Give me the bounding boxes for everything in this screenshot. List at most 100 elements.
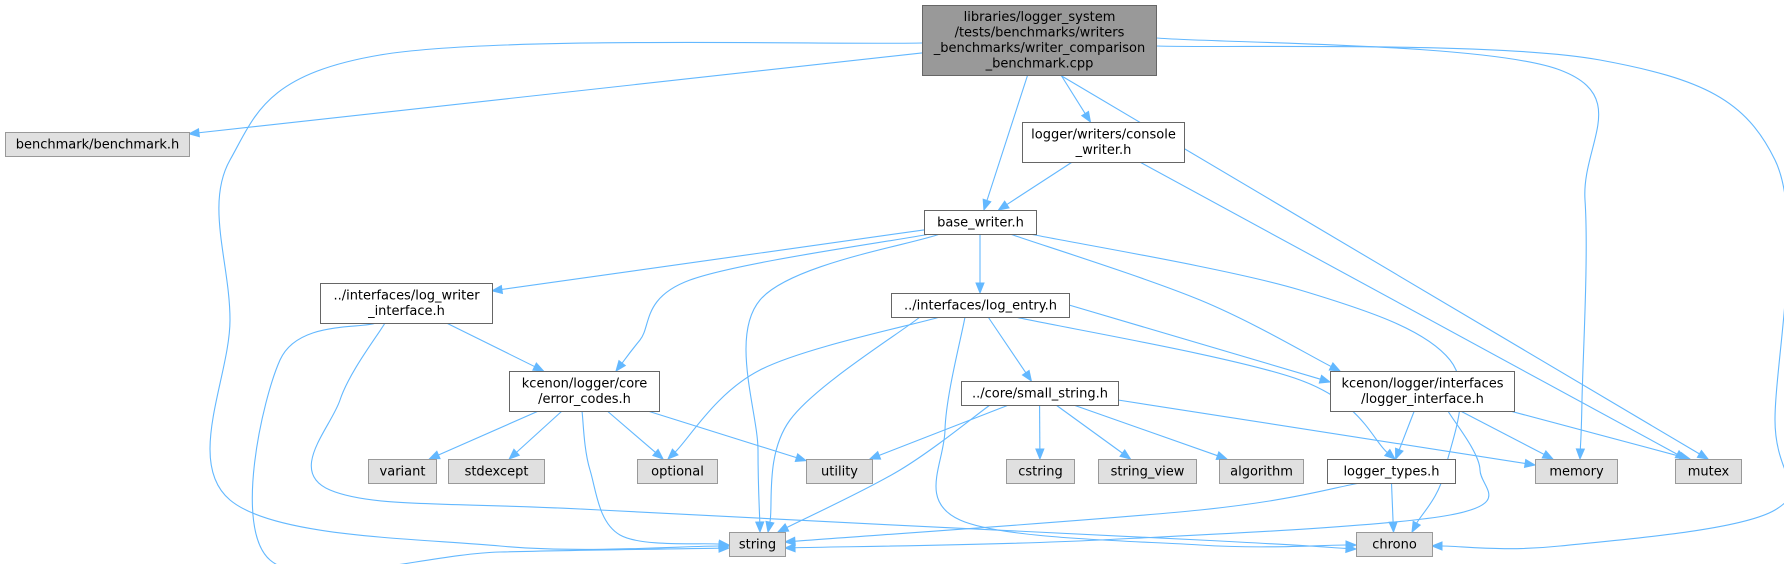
edge-small_string-to-cstring [1035, 404, 1045, 461]
node-root[interactable]: libraries/logger_system/tests/benchmarks… [922, 5, 1157, 76]
edge-root-to-console_writer [1060, 74, 1092, 124]
node-utility: utility [806, 459, 873, 484]
arrowhead-icon [1411, 520, 1422, 534]
node-box [1006, 459, 1075, 484]
edge-log_writer_interface-to-string [251, 322, 731, 564]
edges-layer [187, 37, 1784, 564]
node-box [1022, 122, 1185, 163]
node-log-writer-interface[interactable]: ../interfaces/log_writer_interface.h [320, 283, 493, 324]
node-label-line: chrono [1372, 537, 1417, 552]
edge-small_string-to-utility [868, 404, 1009, 460]
edge-line [1390, 482, 1394, 523]
node-label-line: /tests/benchmarks/writers [955, 26, 1125, 41]
node-label-line: benchmark/benchmark.h [16, 137, 180, 152]
node-box [1219, 459, 1304, 484]
node-box [1535, 459, 1618, 484]
edge-log_entry-to-chrono [935, 316, 1358, 550]
arrowhead-icon [1080, 110, 1092, 124]
node-box [509, 371, 660, 412]
node-box [922, 5, 1157, 76]
node-label-line: algorithm [1230, 464, 1293, 479]
edge-line [1055, 404, 1123, 454]
edge-line [786, 404, 991, 528]
node-stdexcept: stdexcept [448, 459, 545, 484]
arrowhead-icon [490, 284, 504, 295]
edge-line [769, 316, 921, 523]
edge-line [935, 316, 1347, 548]
edge-line [621, 233, 931, 364]
edge-logger_types-to-string [783, 482, 1361, 546]
node-label-line: optional [651, 464, 704, 479]
edge-log_entry-to-logger_interface [1068, 304, 1332, 384]
edge-logger_interface-to-logger_types [1395, 410, 1415, 461]
node-label-line: logger/writers/console [1031, 128, 1176, 143]
edge-line [647, 410, 797, 459]
edge-line [310, 322, 1347, 549]
edge-logger_interface-to-mutex [1509, 410, 1692, 461]
node-base-writer[interactable]: base_writer.h [924, 210, 1037, 235]
node-label-line: variant [380, 464, 426, 479]
node-label-line: stdexcept [465, 464, 529, 479]
arrowhead-icon [975, 282, 985, 295]
edge-line [1006, 161, 1073, 206]
node-console-writer[interactable]: logger/writers/console_writer.h [1022, 122, 1185, 163]
edge-error_codes-to-string [581, 410, 731, 549]
node-box [5, 132, 190, 157]
edge-line [501, 229, 925, 291]
edge-log_entry-to-small_string [987, 316, 1033, 383]
node-small-string[interactable]: ../core/small_string.h [961, 381, 1119, 406]
arrowhead-icon [783, 536, 796, 546]
edge-line [251, 322, 720, 564]
edge-line [674, 316, 941, 453]
edge-line [1060, 74, 1086, 114]
arrowhead-icon [1318, 374, 1332, 384]
node-logger-types[interactable]: logger_types.h [1327, 459, 1456, 484]
edge-line [794, 482, 1361, 542]
node-log-entry[interactable]: ../interfaces/log_entry.h [891, 293, 1070, 318]
node-box [368, 459, 437, 484]
edge-line [987, 316, 1027, 374]
node-variant: variant [368, 459, 437, 484]
node-string-view: string_view [1098, 459, 1197, 484]
node-chrono: chrono [1356, 532, 1433, 557]
node-label-line: mutex [1688, 464, 1730, 479]
node-label-line: string_view [1111, 464, 1185, 479]
edge-log_entry-to-string [765, 316, 921, 534]
node-error-codes[interactable]: kcenon/logger/core/error_codes.h [509, 371, 660, 412]
edge-log_entry-to-logger_types [1014, 316, 1397, 460]
node-label-line: ../interfaces/log_entry.h [904, 298, 1057, 313]
arrowhead-icon [1119, 448, 1132, 460]
node-label-line: utility [821, 464, 858, 479]
edge-console_writer-to-base_writer [997, 161, 1073, 211]
edge-base_writer-to-string [745, 233, 941, 534]
node-box [1356, 532, 1433, 557]
edge-small_string-to-string_view [1055, 404, 1132, 460]
edge-line [1009, 233, 1332, 367]
edge-line [446, 322, 535, 368]
edge-line [438, 410, 539, 456]
node-label-line: kcenon/logger/core [522, 377, 647, 392]
node-box [961, 381, 1119, 406]
node-cstring: cstring [1006, 459, 1075, 484]
edge-root-to-base_writer [982, 74, 1029, 212]
arrowhead-icon [783, 542, 796, 553]
node-label-line: ../core/small_string.h [972, 386, 1108, 401]
node-string: string [729, 532, 786, 557]
edge-base_writer-to-error_codes [615, 233, 931, 373]
edge-line [986, 74, 1029, 201]
edge-base_writer-to-logger_interface [1009, 233, 1342, 372]
node-box [1327, 459, 1456, 484]
edge-line [1155, 37, 1600, 450]
node-label-line: _writer.h [1075, 143, 1132, 158]
node-box [320, 283, 493, 324]
edge-line [878, 404, 1009, 456]
arrowhead-icon [755, 521, 765, 534]
arrowhead-icon [1523, 458, 1537, 469]
node-box [891, 293, 1070, 318]
edge-logger_interface-to-memory [1460, 410, 1555, 460]
edge-line [1139, 161, 1678, 455]
node-label-line: kcenon/logger/interfaces [1341, 377, 1503, 392]
node-logger-interface[interactable]: kcenon/logger/interfaces/logger_interfac… [1330, 371, 1515, 412]
edge-log_writer_interface-to-error_codes [446, 322, 545, 372]
